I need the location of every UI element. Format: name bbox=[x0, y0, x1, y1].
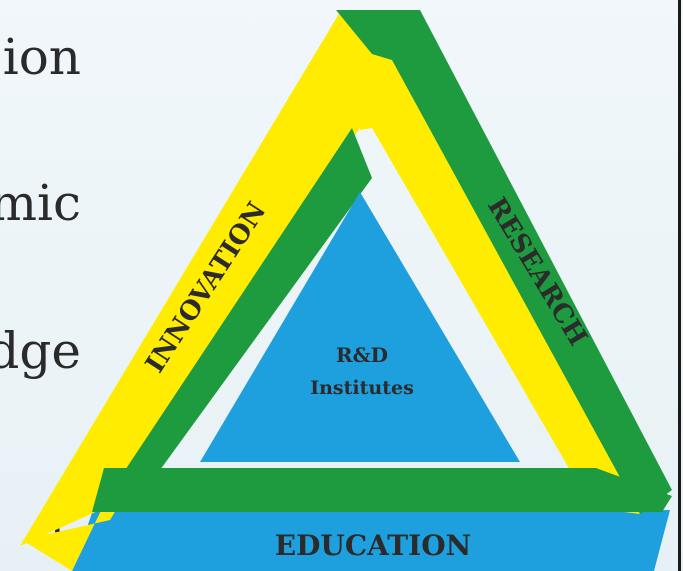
inner-blue-triangle bbox=[200, 192, 520, 462]
label-center-line1: R&D bbox=[336, 343, 388, 367]
bottom-green-bar bbox=[92, 468, 672, 512]
research-inner-yellow bbox=[360, 54, 640, 514]
label-education: EDUCATION bbox=[275, 529, 471, 562]
innovation-band-fill bbox=[20, 12, 392, 546]
right-edge-border bbox=[678, 0, 681, 571]
education-band bbox=[72, 510, 670, 571]
text-fragment-3: dge bbox=[0, 322, 81, 380]
research-band bbox=[336, 10, 672, 514]
text-fragment-1: ion bbox=[2, 28, 81, 86]
text-fragment-2: mic bbox=[0, 174, 81, 232]
label-center-line2: Institutes bbox=[310, 377, 414, 399]
